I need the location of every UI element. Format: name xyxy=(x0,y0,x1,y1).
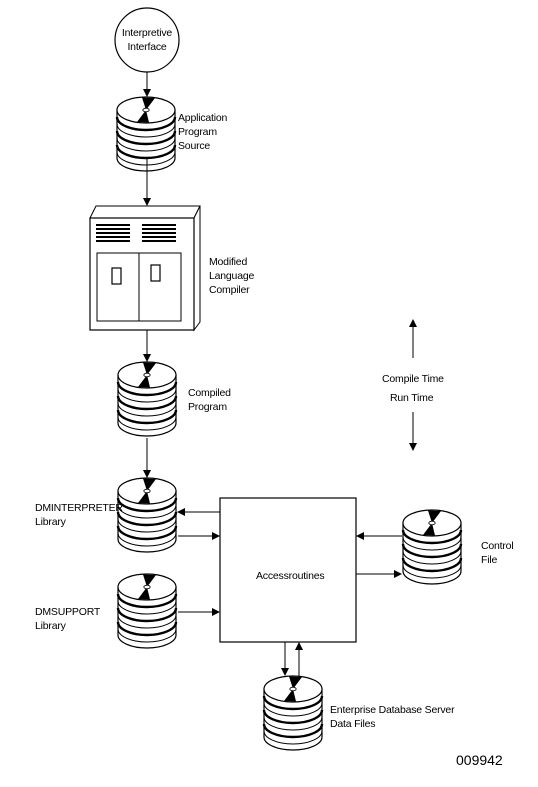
interpretive-interface-line-2: Interface xyxy=(127,41,167,53)
access-routines-box xyxy=(219,497,357,643)
dminterpreter-library-label: DMINTERPRETER Library xyxy=(35,501,123,529)
modified-language-compiler-label: Modified Language Compiler xyxy=(209,255,254,297)
enterprise-db-line-2: Data Files xyxy=(330,718,376,730)
compile-time-label: Compile Time xyxy=(382,372,444,386)
dminterpreter-library-disk-icon xyxy=(116,477,178,553)
figure-number: 009942 xyxy=(456,752,503,768)
app-source-line-2: Program xyxy=(178,126,217,138)
compiler-line-3: Compiler xyxy=(209,284,250,296)
dmsupport-library-disk-icon xyxy=(116,573,178,649)
run-time-text: Run Time xyxy=(390,392,434,404)
compiled-program-disk-icon xyxy=(116,361,178,437)
compiled-program-label: Compiled Program xyxy=(188,386,231,414)
connector-arrows xyxy=(143,72,417,676)
compiler-line-1: Modified xyxy=(209,256,248,268)
dminterpreter-line-1: DMINTERPRETER xyxy=(35,502,123,514)
access-routines-text: Accessroutines xyxy=(256,570,325,582)
access-routines-label: Accessroutines xyxy=(256,569,325,583)
compile-time-text: Compile Time xyxy=(382,373,444,385)
enterprise-database-label: Enterprise Database Server Data Files xyxy=(330,703,455,731)
control-file-line-2: File xyxy=(481,554,498,566)
compiled-program-line-2: Program xyxy=(188,401,227,413)
enterprise-database-disk-icon xyxy=(262,675,324,751)
dmsupport-line-1: DMSUPPORT xyxy=(35,606,101,618)
dmsupport-line-2: Library xyxy=(35,620,66,632)
interpretive-interface-line-1: Interpretive xyxy=(121,27,173,39)
compiler-line-2: Language xyxy=(209,270,255,282)
application-program-source-label: Application Program Source xyxy=(178,111,227,153)
interpretive-interface-label: Interpretive Interface xyxy=(117,26,177,54)
compiled-program-line-1: Compiled xyxy=(188,387,231,399)
control-file-disk-icon xyxy=(401,509,463,585)
compiler-cabinet-icon xyxy=(89,205,201,332)
application-program-source-disk-icon xyxy=(115,96,177,172)
dmsupport-library-label: DMSUPPORT Library xyxy=(35,605,100,633)
run-time-label: Run Time xyxy=(390,391,434,405)
app-source-line-1: Application xyxy=(178,112,228,124)
control-file-label: Control File xyxy=(481,539,514,567)
control-file-line-1: Control xyxy=(481,540,514,552)
enterprise-db-line-1: Enterprise Database Server xyxy=(330,704,455,716)
dminterpreter-line-2: Library xyxy=(35,516,66,528)
app-source-line-3: Source xyxy=(178,140,211,152)
